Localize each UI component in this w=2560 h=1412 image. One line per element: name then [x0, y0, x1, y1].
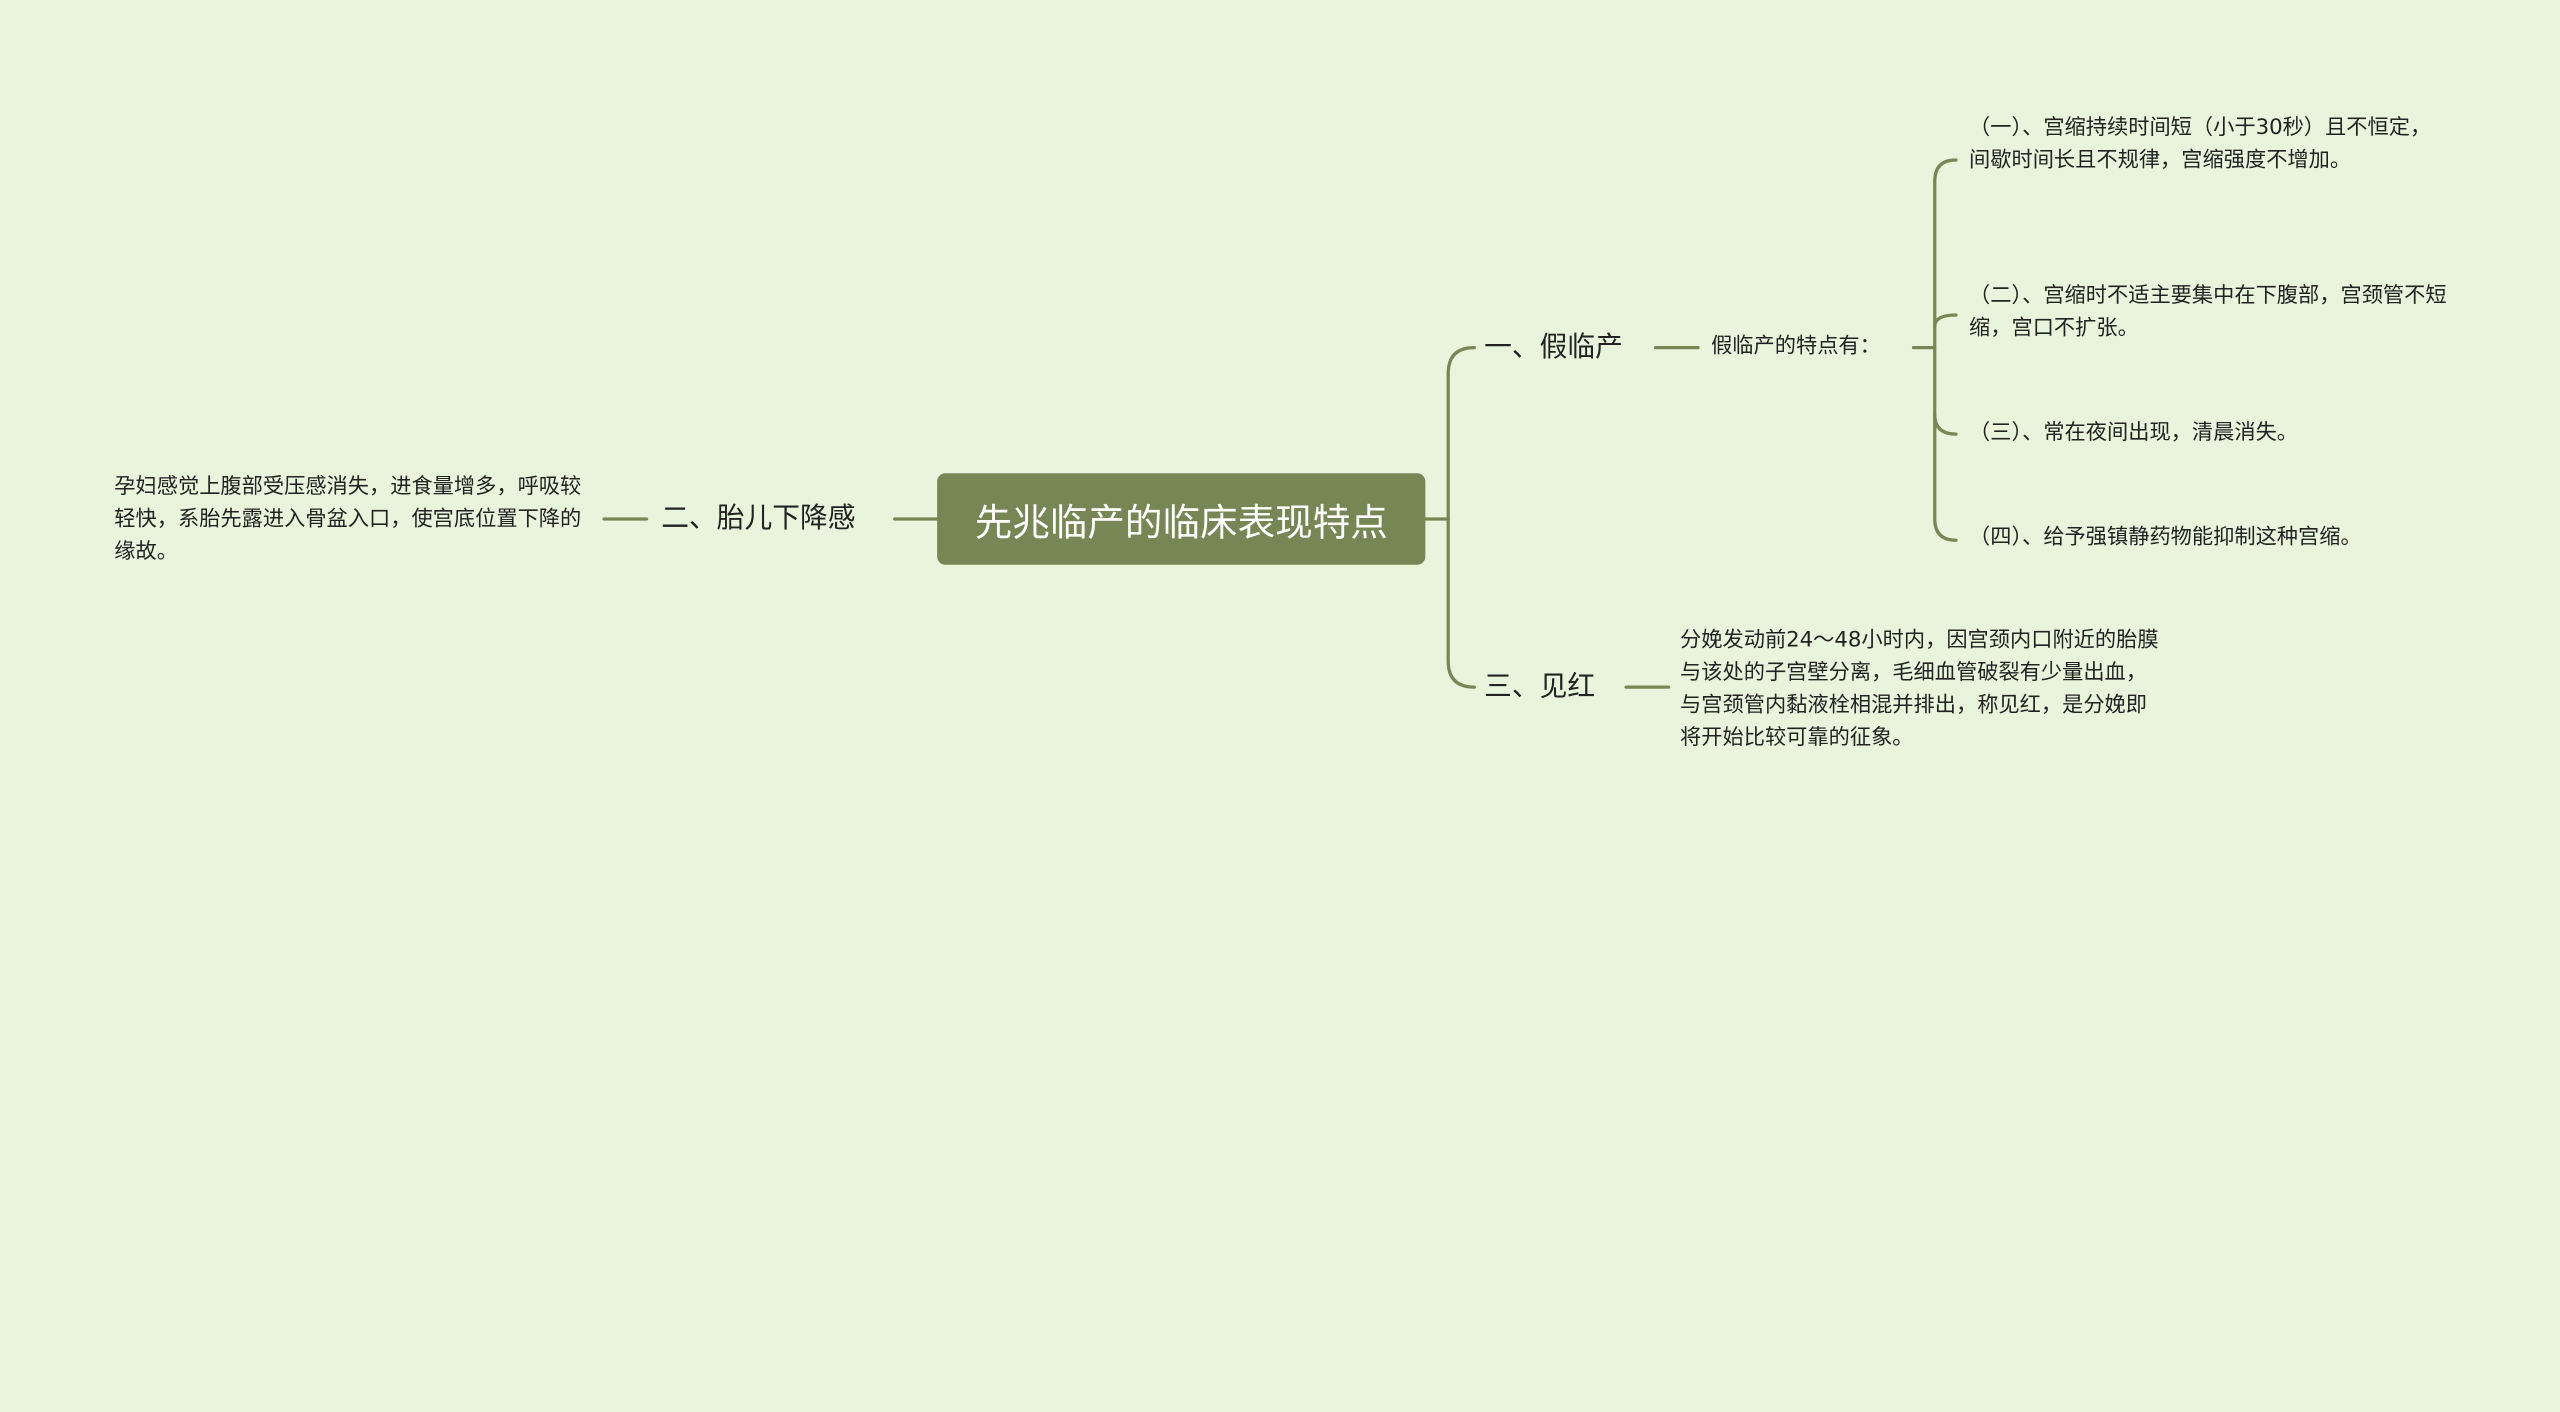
- branch-false-labor-label: 一、假临产: [1484, 331, 1623, 364]
- root-topic[interactable]: 先兆临产的临床表现特点: [937, 473, 1426, 565]
- connector-item-3: [1933, 412, 1958, 436]
- false-labor-item-2-text: （二）、宫缩时不适主要集中在下腹部，宫颈管不短缩，宫口不扩张。: [1969, 283, 2447, 342]
- branch-false-labor[interactable]: 一、假临产: [1484, 328, 1623, 367]
- show-detail[interactable]: 分娩发动前24～48小时内，因宫颈内口附近的胎膜与该处的子宫壁分离，毛细血管破裂…: [1680, 625, 2163, 756]
- false-labor-item-3-text: （三）、常在夜间出现，清晨消失。: [1969, 421, 2299, 446]
- branch-fetal-descent-label: 二、胎儿下降感: [661, 502, 856, 536]
- false-labor-subtopic-label: 假临产的特点有：: [1711, 334, 1881, 360]
- false-labor-item-4[interactable]: （四）、给予强镇静药物能抑制这种宫缩。: [1969, 522, 2452, 555]
- false-labor-item-2[interactable]: （二）、宫缩时不适主要集中在下腹部，宫颈管不短缩，宫口不扩张。: [1969, 281, 2452, 346]
- false-labor-item-1-text: （一）、宫缩持续时间短（小于30秒）且不恒定，间歇时间长且不规律，宫缩强度不增加…: [1969, 115, 2432, 174]
- branch-show-label: 三、见红: [1484, 670, 1596, 704]
- branch-fetal-descent[interactable]: 二、胎儿下降感: [661, 499, 855, 538]
- fetal-descent-detail-text: 孕妇感觉上腹部受压感消失，进食量增多，呼吸较轻快，系胎先露进入骨盆入口，使宫底位…: [114, 474, 582, 565]
- fetal-descent-detail[interactable]: 孕妇感觉上腹部受压感消失，进食量增多，呼吸较轻快，系胎先露进入骨盆入口，使宫底位…: [114, 472, 597, 570]
- connector-item-2: [1933, 313, 1958, 329]
- connector-items-bracket: [1933, 158, 1958, 542]
- branch-show[interactable]: 三、见红: [1484, 668, 1595, 707]
- show-detail-text: 分娩发动前24～48小时内，因宫颈内口附近的胎膜与该处的子宫壁分离，毛细血管破裂…: [1680, 628, 2159, 751]
- connector-right-bracket: [1446, 346, 1476, 689]
- root-topic-label: 先兆临产的临床表现特点: [974, 502, 1388, 546]
- connector-lines: [602, 158, 1958, 689]
- false-labor-subtopic[interactable]: 假临产的特点有：: [1711, 331, 1881, 364]
- false-labor-item-3[interactable]: （三）、常在夜间出现，清晨消失。: [1969, 418, 2452, 451]
- false-labor-item-4-text: （四）、给予强镇静药物能抑制这种宫缩。: [1969, 525, 2362, 551]
- false-labor-item-1[interactable]: （一）、宫缩持续时间短（小于30秒）且不恒定，间歇时间长且不规律，宫缩强度不增加…: [1969, 113, 2452, 178]
